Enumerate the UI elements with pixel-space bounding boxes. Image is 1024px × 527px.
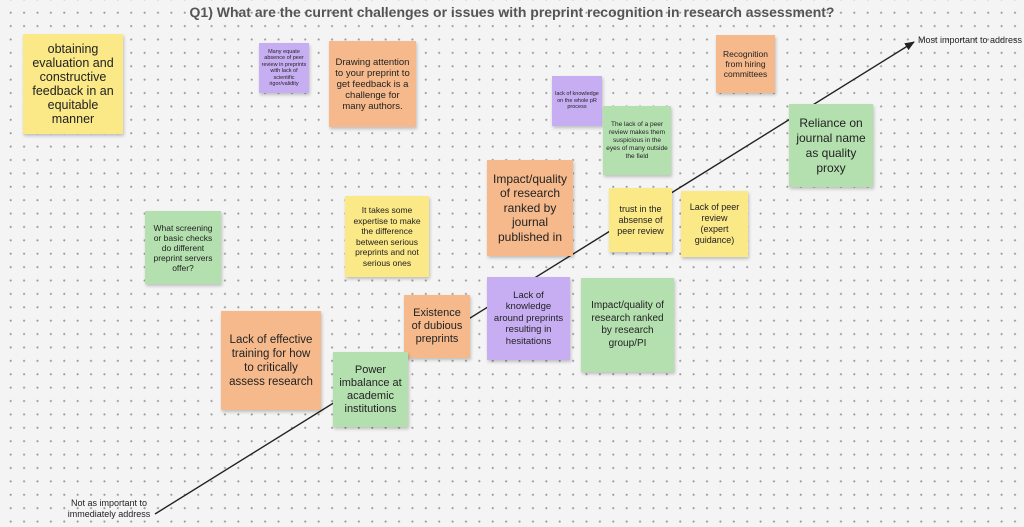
sticky-note[interactable]: Lack of peer review (expert guidance) <box>681 191 748 257</box>
board-title: Q1) What are the current challenges or i… <box>189 4 835 20</box>
axis-high-label: Most important to address <box>918 35 1023 45</box>
sticky-note[interactable]: It takes some expertise to make the diff… <box>345 196 429 277</box>
sticky-note[interactable]: Many equate absence of peer review in pr… <box>259 43 309 93</box>
sticky-note[interactable]: Impact/quality of research ranked by jou… <box>487 160 573 256</box>
sticky-note[interactable]: Reliance on journal name as quality prox… <box>789 104 873 187</box>
sticky-note[interactable]: Drawing attention to your preprint to ge… <box>329 41 416 127</box>
sticky-note[interactable]: Impact/quality of research ranked by res… <box>581 278 674 372</box>
sticky-note[interactable]: obtaining evaluation and constructive fe… <box>23 34 123 134</box>
sticky-note[interactable]: Existence of dubious preprints <box>404 295 470 358</box>
sticky-note[interactable]: Power imbalance at academic institutions <box>333 352 408 427</box>
sticky-note[interactable]: The lack of a peer review makes them sus… <box>603 106 671 175</box>
sticky-note[interactable]: trust in the absense of peer review <box>609 188 672 252</box>
sticky-note[interactable]: Lack of knowledge around preprints resul… <box>487 277 570 360</box>
sticky-note[interactable]: Lack of effective training for how to cr… <box>221 311 321 410</box>
sticky-note[interactable]: lack of knowledge on the whole pR proces… <box>552 76 602 126</box>
axis-low-label: Not as important to immediately address <box>67 498 151 519</box>
sticky-note[interactable]: Recognition from hiring committees <box>716 35 775 93</box>
sticky-note[interactable]: What screening or basic checks do differ… <box>145 211 221 284</box>
